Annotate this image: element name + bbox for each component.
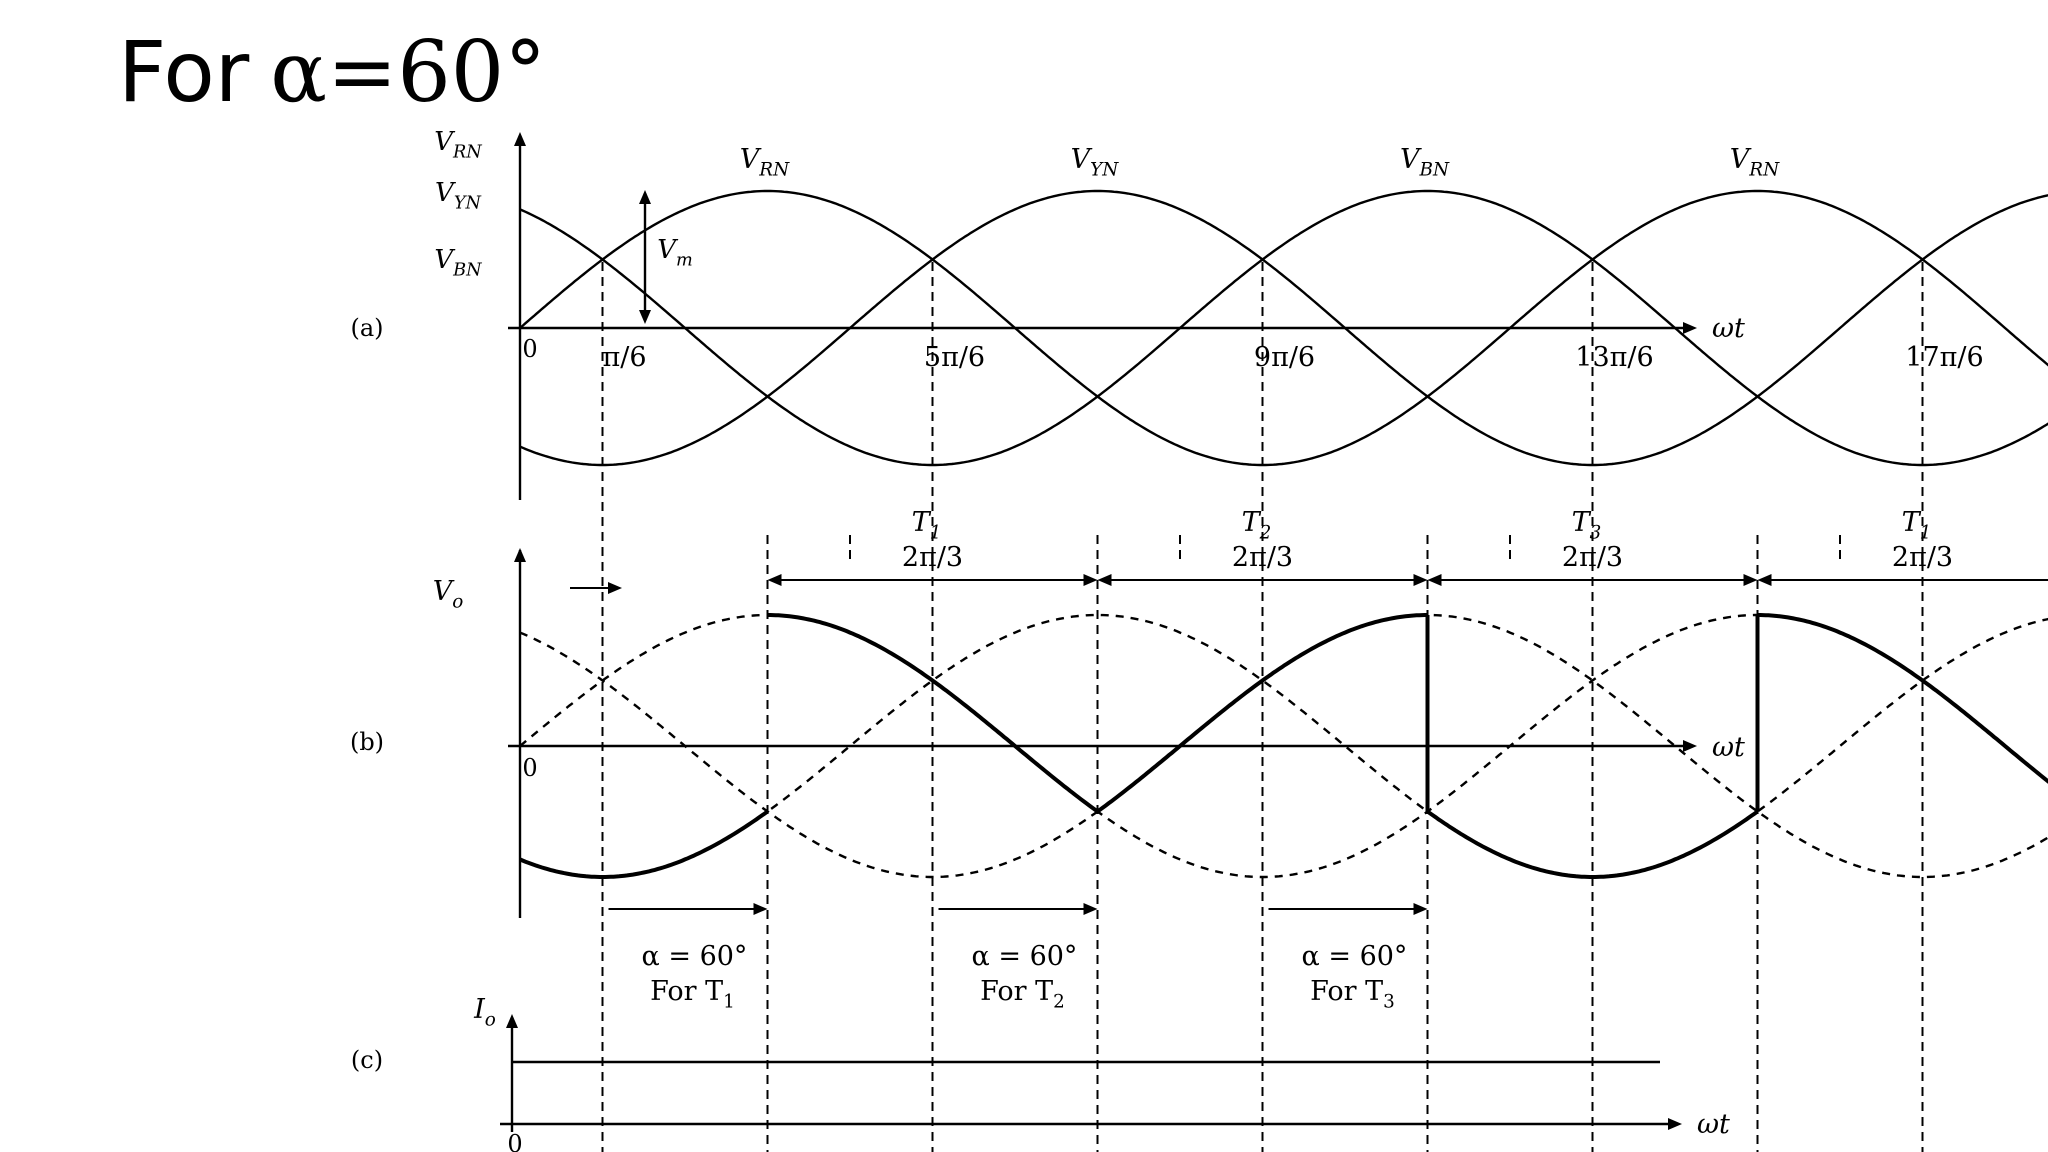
crossing-label: 17π/6 [1905, 342, 1983, 373]
panel-b-x-arrow [1683, 740, 1697, 752]
conduction-interval-label: 2π/3 [1892, 542, 1953, 573]
panel-a-y-label: VBN [434, 245, 482, 280]
conduction-arrow-left [767, 574, 782, 586]
crossing-label: 9π/6 [1254, 342, 1315, 373]
conduction-thyristor-label: T3 [1572, 507, 1602, 544]
panel-a-tag: (a) [350, 314, 383, 342]
dashed-guides [601, 262, 1924, 1152]
panel-a-y-label: VRN [434, 127, 482, 162]
conduction-thyristor-label: T1 [912, 507, 942, 544]
conduction-arrow-right [1083, 574, 1098, 586]
phase-peak-label: VRN [1730, 144, 1780, 181]
firing-thyristor-label: For T1 [650, 976, 735, 1013]
panel-b-x-label: ωt [1712, 732, 1745, 763]
panel-c-x-arrow [1668, 1118, 1682, 1130]
phase-peak-label: VYN [1071, 144, 1120, 181]
conduction-arrow-left [1097, 574, 1112, 586]
panel-b-y-label: Vo [433, 576, 464, 613]
delay-arrow-head [1413, 903, 1428, 915]
v-bn-curve [519, 189, 2048, 467]
panel-a-origin: 0 [522, 335, 537, 363]
conduction-interval-label: 2π/3 [1232, 542, 1293, 573]
firing-thyristor-label: For T2 [980, 976, 1065, 1013]
panel-a-x-label: ωt [1712, 313, 1745, 344]
firing-angle-label: α = 60° [1302, 941, 1408, 972]
v-yn-curve [519, 189, 2048, 467]
panel-b-origin: 0 [522, 754, 537, 782]
phase-peak-label: VBN [1400, 144, 1450, 181]
conduction-arrow-left [1427, 574, 1442, 586]
conduction-arrow-left [1757, 574, 1772, 586]
panel-a-y-label: VYN [435, 178, 481, 213]
firing-angle-label: α = 60° [972, 941, 1078, 972]
output-voltage-segment [1757, 613, 2048, 784]
conduction-interval-label: 2π/3 [902, 542, 963, 573]
output-voltage-segment [1096, 613, 1428, 814]
title-prefix: For [118, 23, 250, 121]
axes [500, 132, 2048, 1132]
curves [512, 189, 2048, 1064]
conduction-thyristor-label: T2 [1242, 507, 1272, 544]
firing-thyristor-label: For T3 [1310, 976, 1395, 1013]
panel-c-x-label: ωt [1697, 1109, 1730, 1140]
panel-b-tag: (b) [350, 728, 384, 756]
panel-b-y-arrow [514, 548, 526, 562]
delay-arrow-head [1083, 903, 1098, 915]
conduction-arrow-right [1413, 574, 1428, 586]
panel-c-y-arrow [506, 1014, 518, 1028]
title-angle: α=60° [270, 23, 547, 121]
output-voltage-segment [519, 809, 769, 879]
firing-angle-label: α = 60° [642, 941, 748, 972]
labels: (a)VRNVYNVBNωt0VRNVYNVBNVRNVYNVBNVmπ/65π… [350, 127, 1984, 1152]
panel-a-y-arrow [514, 132, 526, 146]
panel-c-y-label: Io [473, 994, 496, 1031]
delay-arrow-head [753, 903, 768, 915]
conduction-arrow-right [1743, 574, 1758, 586]
panel-a-x-arrow [1683, 322, 1697, 334]
delay-arrow-head-top [608, 582, 622, 594]
v-rn-curve [519, 189, 2048, 467]
vm-arrow-bottom [639, 310, 651, 324]
panel-c-tag: (c) [351, 1046, 383, 1074]
crossing-label: 13π/6 [1575, 342, 1653, 373]
slide-title: For α=60° [118, 26, 546, 120]
conduction-thyristor-label: T1 [1902, 507, 1932, 544]
crossing-label: 5π/6 [924, 342, 985, 373]
vm-label: Vm [657, 235, 693, 270]
panel-c-origin: 0 [507, 1130, 522, 1152]
vm-arrow-top [639, 190, 651, 204]
phase-peak-label: VRN [740, 144, 790, 181]
conduction-interval-label: 2π/3 [1562, 542, 1623, 573]
crossing-label: π/6 [602, 342, 646, 373]
output-voltage-segment [1426, 809, 1759, 879]
output-voltage-segment [767, 613, 1099, 814]
